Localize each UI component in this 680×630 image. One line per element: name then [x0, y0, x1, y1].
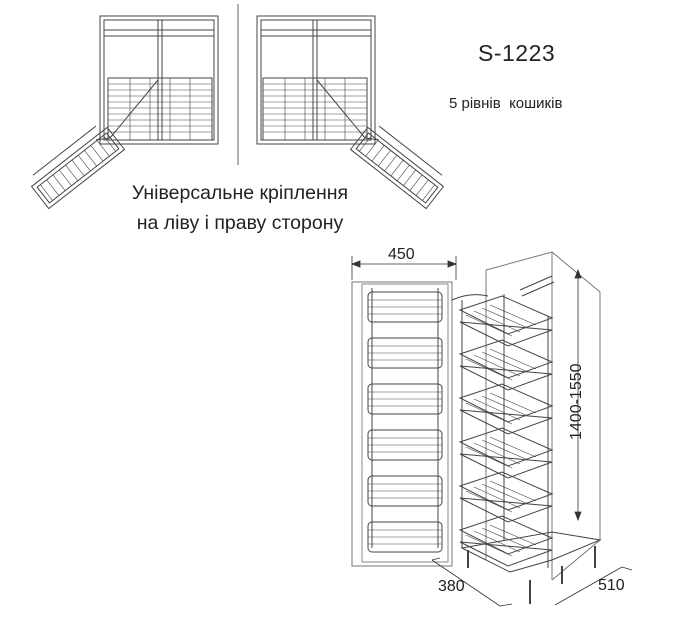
unit-3d-view: [351, 251, 602, 604]
dimension-width-top: 450: [388, 246, 415, 263]
dimension-height: 1400-1550: [568, 363, 585, 440]
door-baskets: [367, 288, 443, 553]
dimension-depth-side: 510: [598, 577, 625, 594]
frame-baskets: [458, 294, 554, 568]
dimension-lines: [350, 256, 633, 607]
basket-levels-text: 5 рівнів кошиків: [449, 95, 563, 112]
plan-view-left: [30, 15, 219, 210]
mounting-caption-line1: Універсальне кріплення: [131, 182, 349, 204]
mounting-caption: Універсальне кріплення на ліву і праву с…: [100, 178, 380, 238]
model-number: S-1223: [478, 40, 556, 66]
dimension-depth-front: 380: [438, 578, 465, 595]
mounting-caption-line2: на ліву і праву сторону: [136, 212, 344, 234]
plan-view-right: [256, 15, 445, 210]
